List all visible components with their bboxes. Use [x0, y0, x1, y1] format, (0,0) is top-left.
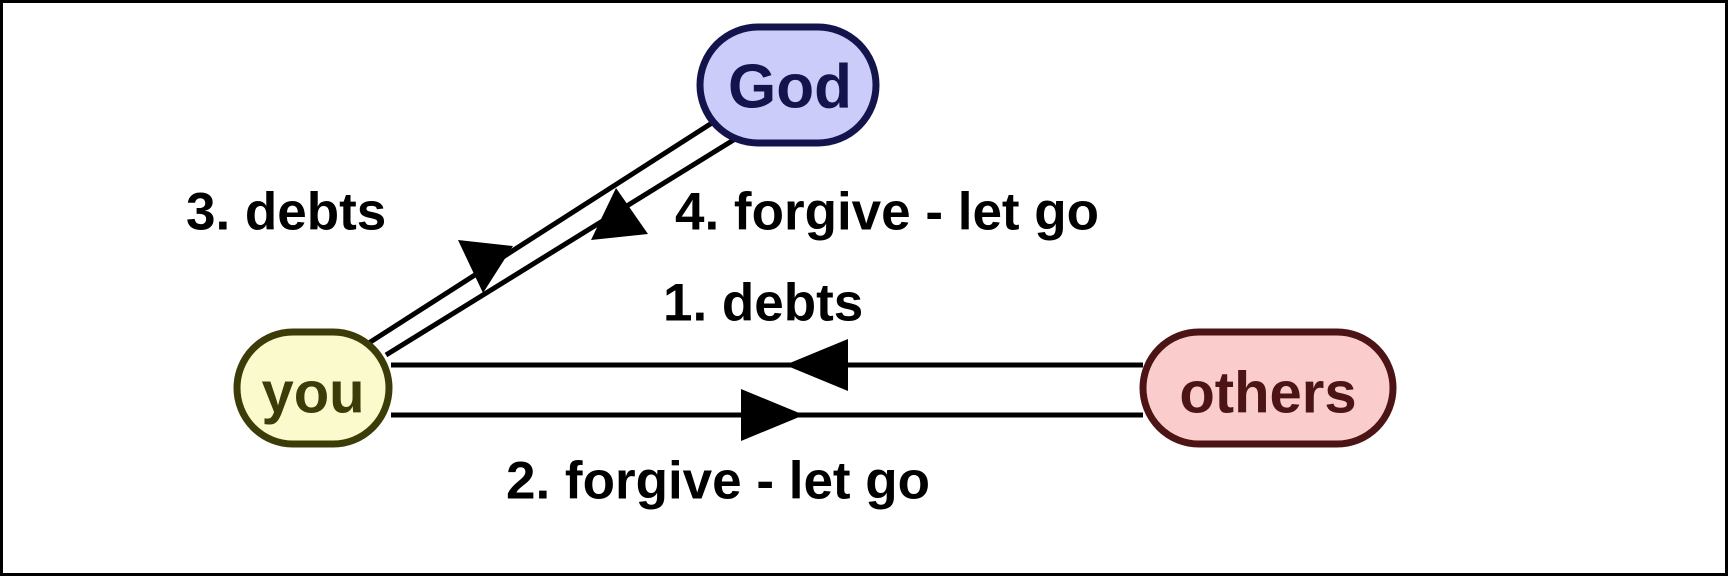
- node-you[interactable]: you: [233, 328, 393, 448]
- edge-line-4: [384, 128, 750, 358]
- edge-label-2-forgive: 2. forgive - let go: [506, 452, 930, 511]
- node-you-shape: [233, 328, 393, 448]
- edge-label-4-forgive: 4. forgive - let go: [675, 183, 1099, 242]
- edge-you-to-others: [391, 389, 1143, 441]
- arrowhead-up-right-icon: [591, 188, 648, 240]
- edge-line-3: [359, 118, 717, 351]
- arrowhead-right-icon: [741, 389, 804, 441]
- node-god-shape: [696, 23, 880, 147]
- diagram-canvas: 3. debts 4. forgive - let go 1. debts 2.…: [186, 23, 1397, 511]
- node-you-label: you: [261, 361, 364, 426]
- node-others[interactable]: others: [1139, 328, 1397, 448]
- arrowhead-down-left-icon: [458, 240, 513, 293]
- node-god[interactable]: God: [696, 23, 880, 147]
- node-god-label: God: [728, 53, 852, 122]
- edge-label-3-debts: 3. debts: [186, 183, 386, 242]
- node-others-label: others: [1179, 361, 1356, 426]
- arrowhead-left-icon: [785, 339, 848, 391]
- edge-you-to-god: [384, 128, 750, 358]
- edge-god-to-you: [359, 118, 717, 351]
- edge-label-1-debts: 1. debts: [663, 274, 863, 333]
- node-others-shape: [1139, 328, 1397, 448]
- edge-others-to-you: [391, 339, 1143, 391]
